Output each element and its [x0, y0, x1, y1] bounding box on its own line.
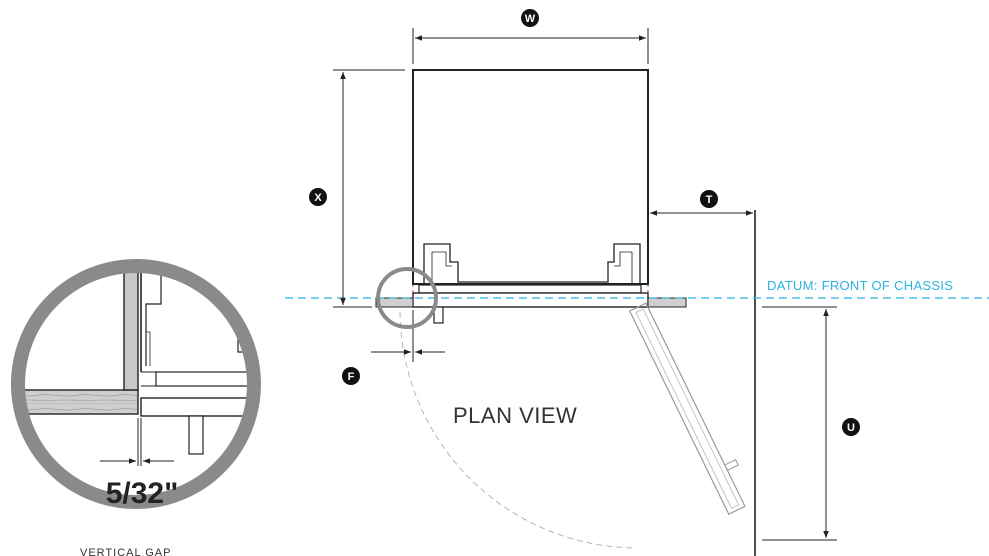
- bubble-u: [842, 418, 860, 436]
- door-front: [412, 292, 649, 308]
- bubble-t: [700, 190, 718, 208]
- plan-view-label: PLAN VIEW: [453, 403, 577, 428]
- interior-profile: [423, 243, 641, 284]
- bubble-f-label: F: [348, 371, 355, 383]
- gap-value: 5/32": [106, 477, 179, 510]
- open-door: [628, 302, 746, 515]
- bubble-f: [342, 367, 360, 385]
- magnifier-ring: [11, 259, 261, 509]
- appliance-body: [375, 69, 687, 324]
- dimension-u: U: [762, 306, 860, 541]
- bubble-x-label: X: [314, 192, 322, 204]
- datum-label: DATUM: FRONT OF CHASSIS: [767, 278, 953, 293]
- dimension-f: F: [342, 310, 445, 385]
- bubble-u-label: U: [847, 422, 855, 434]
- detail-callout-circle: [376, 267, 438, 329]
- handle-stub: [433, 306, 444, 324]
- dimension-t: T: [650, 190, 753, 216]
- dimension-w: W: [412, 9, 649, 64]
- door-panel: [418, 284, 642, 294]
- magnified-detail: 5/32": [11, 259, 261, 510]
- cabinet-wood-detail: [18, 389, 139, 415]
- dimension-x: X: [309, 69, 405, 308]
- bubble-w: [521, 9, 539, 27]
- cutout-outline: [412, 69, 649, 305]
- handle-stub-detail: [188, 415, 204, 455]
- bubble-t-label: T: [706, 194, 713, 206]
- cabinet-face-right: [647, 297, 687, 308]
- door-swing-arc: [399, 311, 637, 549]
- cabinet-panel-detail: [123, 267, 139, 391]
- bubble-x: [309, 188, 327, 206]
- chassis-outline: [412, 69, 649, 285]
- bubble-w-label: W: [525, 13, 536, 25]
- cabinet-face-left: [375, 297, 414, 308]
- detail-caption: VERTICAL GAP: [80, 547, 171, 556]
